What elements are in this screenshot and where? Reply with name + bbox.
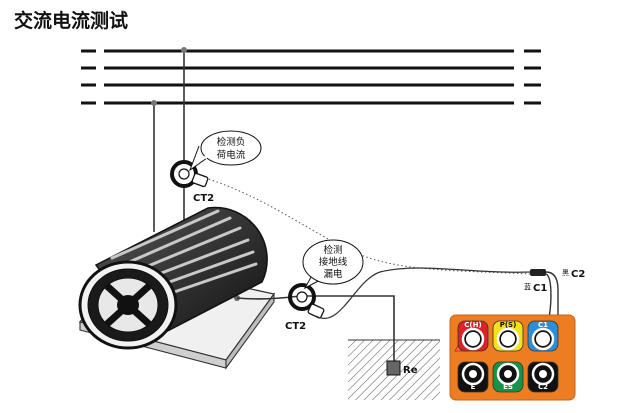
power-lines xyxy=(81,49,541,105)
bubble-leak: 检测 接地线 漏电 xyxy=(302,239,364,290)
terminal-top-c1[interactable]: C1 xyxy=(527,320,559,352)
top-clamp xyxy=(170,160,209,188)
terminal-bottom-label: ES xyxy=(503,383,513,391)
instrument-panel: C(H) P(S) C1E ES C2 xyxy=(449,314,576,401)
wire-blue-terminal: C1 xyxy=(533,283,547,294)
wire-black-prefix: 黑 xyxy=(562,269,569,277)
terminal-bottom-c2[interactable]: C2 xyxy=(527,361,559,393)
drop-wires xyxy=(151,47,187,232)
terminal-bottom-label: E xyxy=(471,383,476,391)
bottom-clamp xyxy=(288,283,325,319)
terminal-top-label: P(S) xyxy=(500,321,517,329)
terminal-top-label: C1 xyxy=(538,321,548,329)
terminals: C(H) P(S) C1E ES C2 xyxy=(457,320,559,393)
bubble-leak-line3: 漏电 xyxy=(323,268,343,280)
bubble-load: 检测负 荷电流 xyxy=(188,130,262,172)
bottom-clamp-label: CT2 xyxy=(285,321,306,332)
bubble-load-line1: 检测负 xyxy=(217,136,246,148)
motor-grille xyxy=(104,283,152,327)
wire-connectors xyxy=(530,269,559,356)
terminal-top-ps[interactable]: P(S) xyxy=(492,320,524,352)
bubble-leak-line1: 检测 xyxy=(323,244,342,256)
page-title: 交流电流测试 xyxy=(14,9,128,32)
motor xyxy=(78,206,268,350)
ground-electrode-label: Re xyxy=(403,365,418,376)
terminal-top-ch[interactable]: C(H) xyxy=(457,320,489,352)
wire-black-plug xyxy=(530,269,546,276)
clamp-to-instrument-wire xyxy=(315,267,533,319)
terminal-top-label: C(H) xyxy=(464,321,481,329)
terminal-bottom-es[interactable]: ES xyxy=(492,361,524,393)
bubble-load-line2: 荷电流 xyxy=(217,149,246,161)
terminal-bottom-e[interactable]: E xyxy=(457,361,489,393)
wire-black-terminal: C2 xyxy=(571,269,585,280)
earth-ground xyxy=(348,339,440,400)
terminal-bottom-label: C2 xyxy=(538,383,548,391)
top-clamp-label: CT2 xyxy=(193,193,214,204)
bubble-leak-line2: 接地线 xyxy=(319,256,348,268)
ground-electrode xyxy=(386,360,401,376)
wire-blue-prefix: 蓝 xyxy=(524,282,531,291)
